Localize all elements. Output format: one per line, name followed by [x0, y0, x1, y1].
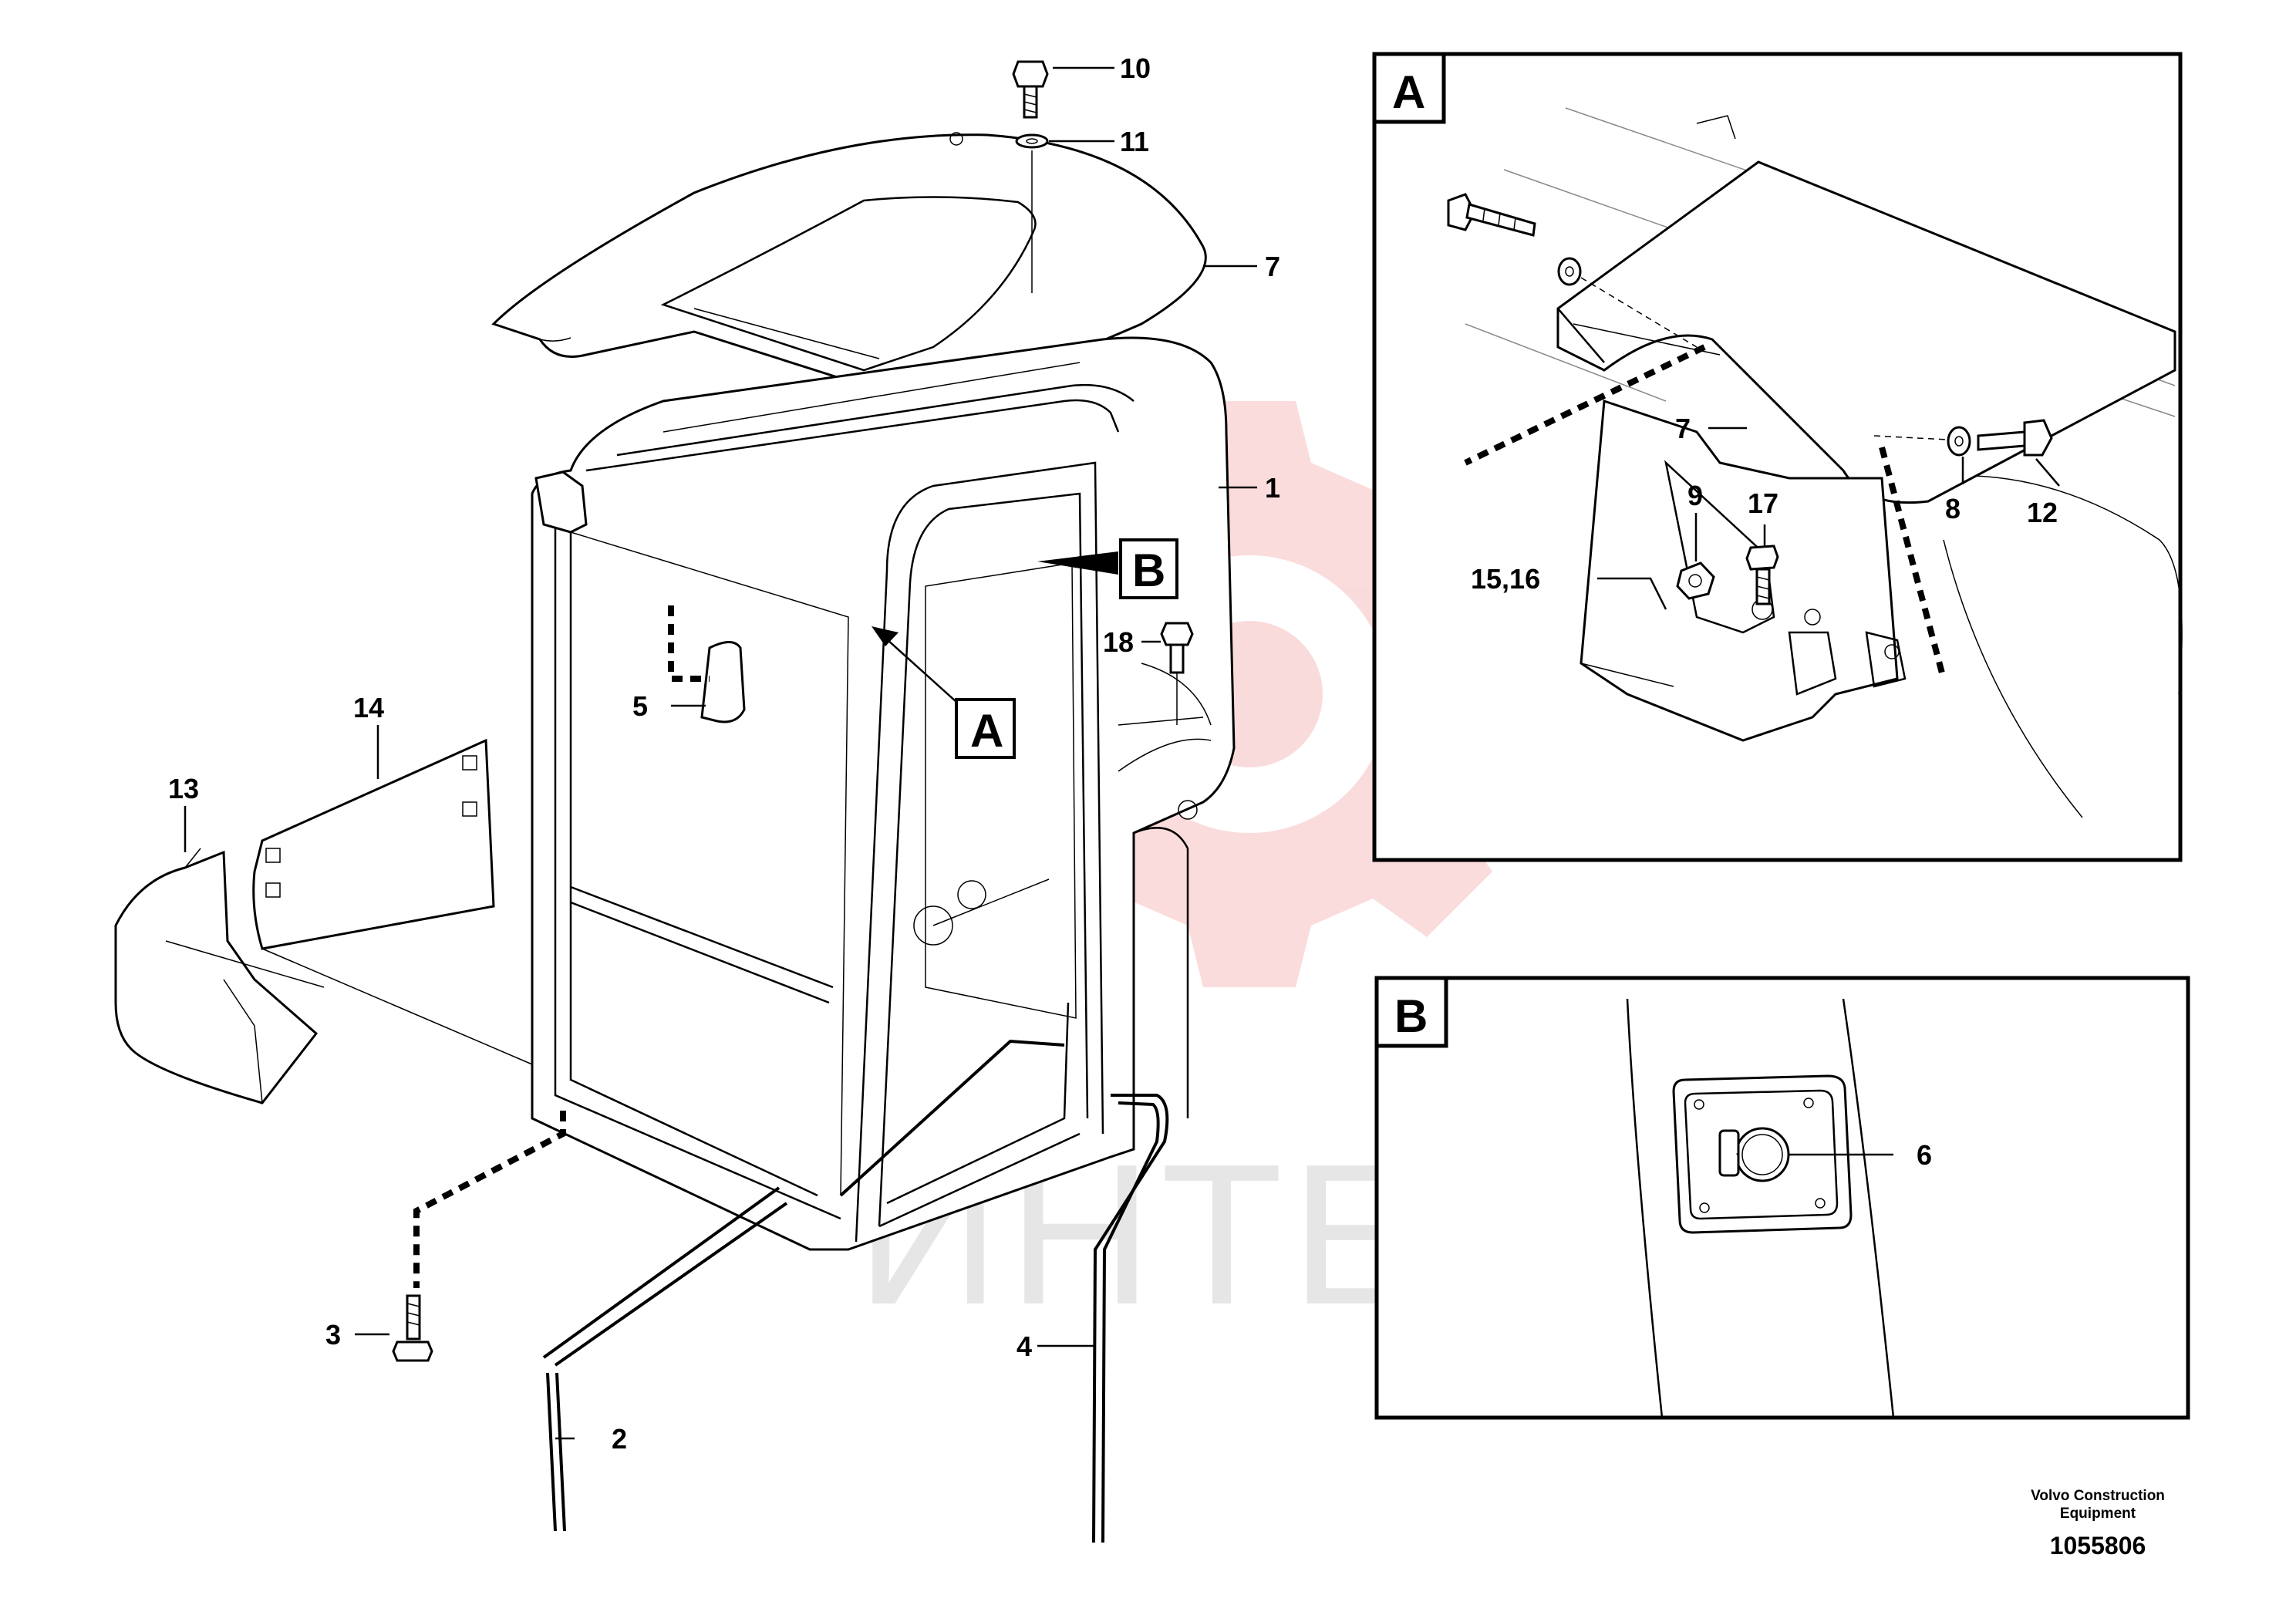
- detail-a-nut-9-icon: [1676, 561, 1715, 600]
- detail-b-knob-icon: [1718, 1127, 1790, 1182]
- detail-b-panel: B: [1374, 976, 2190, 1420]
- view-marker-a-leader: [872, 626, 957, 703]
- detail-a-bolt-17-icon: [1745, 545, 1779, 605]
- detail-a-callout-9: 9: [1687, 480, 1703, 511]
- bolt-3-leader: [413, 1111, 566, 1288]
- detail-b-callout-6: 6: [1917, 1139, 1932, 1171]
- callout-14: 14: [353, 692, 384, 723]
- detail-a-title-box: [1372, 52, 1446, 124]
- detail-a-washer-icon: [1557, 257, 1582, 286]
- detail-a-dash-left: [1464, 344, 1706, 466]
- detail-a-washer-8-icon: [1947, 426, 1971, 457]
- detail-a-callout-17: 17: [1748, 487, 1778, 519]
- detail-a-dash-right: [1879, 446, 1947, 680]
- detail-a-callout-12: 12: [2027, 497, 2058, 528]
- footer-company-line-2: Equipment: [2060, 1506, 2136, 1522]
- detail-a-panel: A: [1372, 52, 2183, 862]
- bolt-3-icon: [392, 1294, 433, 1362]
- detail-a-callout-7: 7: [1675, 413, 1691, 444]
- bolt-18-icon: [1160, 622, 1194, 725]
- callout-5: 5: [632, 690, 648, 722]
- callout-3: 3: [325, 1319, 341, 1351]
- washer-11-icon: [1015, 133, 1049, 293]
- detail-a-callout-8: 8: [1945, 493, 1961, 524]
- detail-a-bolt-12-icon: [1977, 419, 2053, 457]
- callout-10: 10: [1120, 52, 1151, 84]
- callout-2: 2: [612, 1423, 627, 1455]
- detail-a-title: A: [1392, 66, 1425, 118]
- leaders: [184, 66, 1257, 1440]
- side-panel-14: [252, 738, 533, 1065]
- view-marker-b-arrow: [1037, 551, 1118, 575]
- side-panel-13: [114, 848, 325, 1104]
- part-5-leader: [668, 605, 710, 682]
- callout-11: 11: [1120, 126, 1149, 157]
- bolt-10-icon: [1012, 60, 1049, 119]
- detail-b-title: B: [1394, 990, 1428, 1042]
- callout-18: 18: [1103, 626, 1134, 658]
- view-marker-b-box: [1119, 538, 1178, 599]
- detail-b-title-box: [1374, 976, 1448, 1048]
- callout-1: 1: [1265, 472, 1280, 504]
- seal-strip-2: [542, 1186, 788, 1532]
- footer-company-line-1: Volvo Construction: [2031, 1488, 2165, 1504]
- view-marker-b-label: B: [1132, 545, 1165, 596]
- footer-document-number: 1055806: [2050, 1532, 2146, 1560]
- view-marker-a-box: [955, 698, 1016, 759]
- callout-4: 4: [1017, 1330, 1032, 1362]
- callout-7: 7: [1265, 251, 1280, 282]
- detail-a-callout-15-16: 15,16: [1471, 563, 1540, 595]
- callout-13: 13: [168, 773, 199, 804]
- detail-a-bolt-icon: [1447, 193, 1536, 237]
- cab-body: [531, 336, 1236, 1251]
- view-marker-a-label: A: [970, 705, 1003, 757]
- seal-strip-4: [839, 1039, 1169, 1543]
